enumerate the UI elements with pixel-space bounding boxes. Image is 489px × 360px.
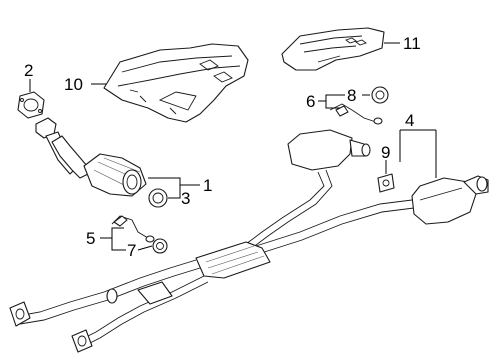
catalytic-converter <box>35 117 147 197</box>
gasket-ring-8 <box>371 86 389 104</box>
callout-2: 2 <box>24 61 33 80</box>
callout-5: 5 <box>86 229 95 248</box>
hanger-insulator <box>377 173 395 193</box>
gasket-ring-3 <box>148 188 168 208</box>
callout-6: 6 <box>306 92 315 111</box>
center-muffler <box>287 129 371 171</box>
callout-9: 9 <box>381 143 390 162</box>
rear-muffler <box>411 175 489 225</box>
leader-lines <box>29 42 437 251</box>
callout-3: 3 <box>181 189 190 208</box>
callout-1: 1 <box>203 176 212 195</box>
exhaust-pipe-assembly <box>9 169 415 353</box>
heat-shield-rear <box>281 27 385 71</box>
oxygen-sensor-rear <box>329 103 383 125</box>
flange-gasket <box>17 91 45 119</box>
oxygen-sensor-front <box>111 215 155 243</box>
callout-8: 8 <box>347 86 356 105</box>
heat-shield-front <box>103 43 249 123</box>
callout-7: 7 <box>127 241 136 260</box>
callout-4: 4 <box>405 111 414 130</box>
callout-10: 10 <box>64 75 83 94</box>
gasket-ring-7 <box>152 238 168 254</box>
callout-11: 11 <box>403 34 421 53</box>
